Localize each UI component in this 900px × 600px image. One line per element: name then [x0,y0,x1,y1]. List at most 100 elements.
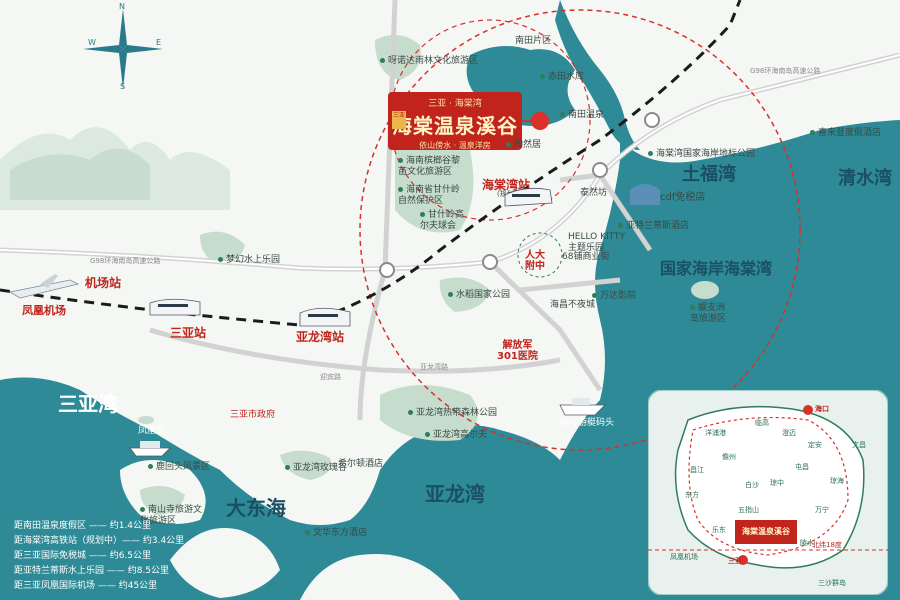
airport-station-label: 机场站 [85,276,122,290]
phoenix-airport-label: 凤凰机场 [22,304,66,317]
label-wuzhizhou: 蜈支洲岛旅游区 [690,303,730,325]
label-mall68: 68铺商业街 [562,252,610,262]
label-shuidao: 水稻国家公园 [448,290,510,301]
label-taiyuan: 泰然坊 [580,188,608,198]
road-label-yalong-road: 亚龙湾路 [420,363,448,371]
water-dadonghai: 大东海 [226,496,286,520]
water-national-coast: 国家海岸海棠湾 [660,259,773,278]
radius-circle-school [517,232,563,278]
label-haichang: 海昌不夜城 [550,300,596,310]
fenghuang-island [138,416,154,424]
road-node-3 [592,162,608,178]
inset-chengmai: 澄迈 [782,429,796,437]
inset-badge: 海棠温泉溪谷 [735,520,797,544]
label-nantian: 南田片区 [515,36,552,46]
label-maguling: 海南槟榔谷黎苗文化旅游区 [398,156,468,178]
label-wanda: 万达影院 [592,291,636,302]
label-yanoda: 呀诺达雨林文化旅游区 [380,56,478,67]
label-sanya-govt: 三亚市政府 [230,410,276,420]
label-hello-kitty: HELLO KITTY 主题乐园 [568,232,625,253]
train-icon-3 [504,187,553,207]
water-sanya-bay: 三亚湾 [58,392,118,416]
land-south [300,554,460,600]
water-qingshui-bay: 清水湾 [838,168,892,189]
hospital-line1: 解放军 [502,340,533,351]
inset-ledong: 乐东 [712,526,726,534]
inset-sanya-dot [738,555,748,565]
inset-airport: 凤凰机场 [670,553,698,561]
label-ganshiling-golf: 甘什岭高尔夫球会 [420,210,470,232]
inset-dongfang: 东方 [685,491,699,499]
label-chitian-reservoir: 赤田水库 [540,72,584,83]
inset-wanning: 万宁 [815,506,829,514]
distance-4: 距三亚凤凰国际机场 —— 约45公里 [14,581,158,591]
road-label-g98-east: G98环海南岛高速公路 [750,67,821,75]
hospital-line2: 301医院 [497,351,538,362]
hospital-marker: 解放军 301医院 [497,340,538,362]
compass-s: S [120,82,126,91]
road-node-4 [644,112,660,128]
inset-latitude: 北纬18度 [812,541,842,549]
inset-yangpu: 洋浦港 [705,429,726,437]
water-yalong-bay: 亚龙湾 [425,482,485,506]
inset-sanya: 三亚 [728,557,742,565]
distance-0: 距南田温泉度假区 —— 约1.4公里 [14,521,152,531]
label-nanshan: 南山寺旅游文化旅游区 [140,505,203,526]
inset-map [648,390,888,595]
label-yalong-golf: 亚龙湾高尔夫 [425,430,487,441]
road-node-2 [482,254,498,270]
sea-sw [0,524,200,600]
inset-qionghai: 琼海 [830,477,844,485]
train-icon-1 [149,298,201,316]
compass-w: W [88,38,96,47]
compass-e: E [156,38,162,47]
badge-name: 海棠温泉溪谷 [392,114,518,138]
radius-circle-large [359,9,801,451]
project-badge: 三亚 · 海棠湾 海棠温泉溪谷 依山傍水 · 温泉洋房 三亚 [388,92,522,150]
inset-qiongzhong: 琼中 [770,479,784,487]
train-icon-2 [299,307,351,327]
land-dadonghai [170,528,280,598]
road-label-yingbin: 迎宾路 [320,373,341,381]
compass-n: N [119,2,125,11]
label-hot-spring: 南田温泉 [560,110,604,121]
mountain-art-back [10,148,150,200]
wuzhizhou-island [691,281,719,299]
compass-icon [83,9,163,89]
inset-lingao: 临高 [755,419,769,427]
badge-sub: 依山傍水 · 温泉洋房 [419,141,491,150]
haitangwan-station-label: 海棠湾站 [482,178,531,192]
inset-tunchang: 屯昌 [795,463,809,471]
road-label-g98-west: G98环海南岛高速公路 [90,257,161,265]
school-line1: 人大 [525,250,545,261]
cruise-ship-icon [129,441,171,457]
inset-wuzhishan: 五指山 [738,506,759,514]
river [555,0,640,150]
label-cdf: cdf免税店 [660,192,706,203]
inset-rail [688,416,849,556]
inset-dingan: 定安 [808,441,822,449]
label-atlantis: 亚特兰蒂斯酒店 [618,221,689,232]
label-ganshiling: 海南省甘什岭自然保护区 [398,185,464,207]
label-mengle: 梦幻水上乐园 [218,255,280,266]
road-center [0,54,900,271]
label-wenhua: 文华东方酒店 [305,528,367,539]
inset-haikou: 海口 [815,405,829,413]
cdf-building-icon [630,184,660,205]
label-luhuitou: 鹿回头风景区 [148,462,210,473]
school-line2: 附中 [525,261,545,272]
distance-2: 距三亚国际免税城 —— 约6.5公里 [14,551,152,561]
label-hilton: 希尔顿酒店 [338,459,384,469]
label-yalong-rose: 亚龙湾玫瑰谷 [285,463,347,474]
inset-wenchang: 文昌 [852,441,866,449]
inset-haikou-dot [803,405,813,415]
inset-baisha: 白沙 [745,481,759,489]
label-fenghuang-island: 凤凰岛 [138,426,166,436]
label-yalong-forest: 亚龙湾热带森林公园 [408,408,497,419]
project-pin [531,112,549,130]
yacht-icon [559,398,606,416]
airplane-icon [8,274,80,299]
water-tufu-bay: 土福湾 [682,164,736,185]
